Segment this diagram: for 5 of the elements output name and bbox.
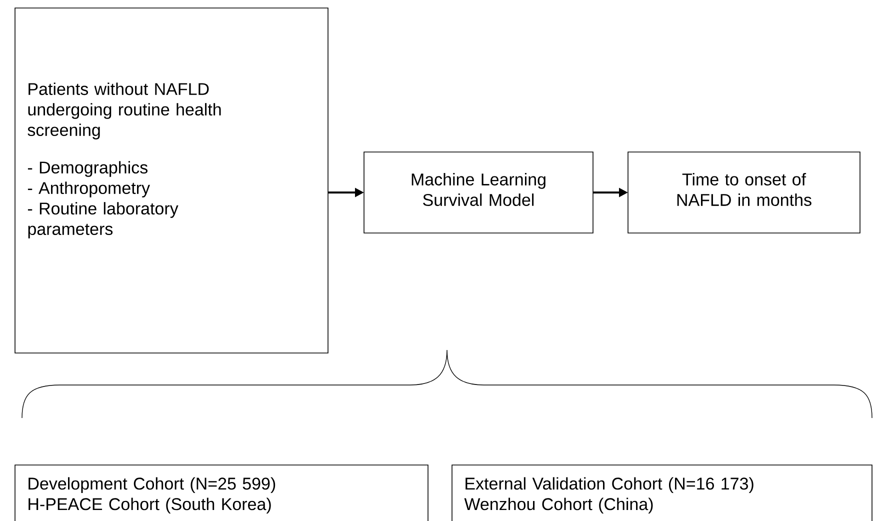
- process-box: Time to onset of NAFLD in months: [628, 152, 860, 234]
- cohort-box: Development Cohort (N=25 599) H-PEACE Cohort (South Korea): [14, 464, 428, 521]
- process-box: Machine Learning Survival Model: [364, 152, 594, 234]
- cohort-box: External Validation Cohort (N=16 173) Wenzhou Cohort (China): [452, 464, 872, 521]
- input-box: Patients without NAFLD undergoing routine health screening - Demographics - Anthropometry - Routine laboratory parameters: [14, 8, 328, 354]
